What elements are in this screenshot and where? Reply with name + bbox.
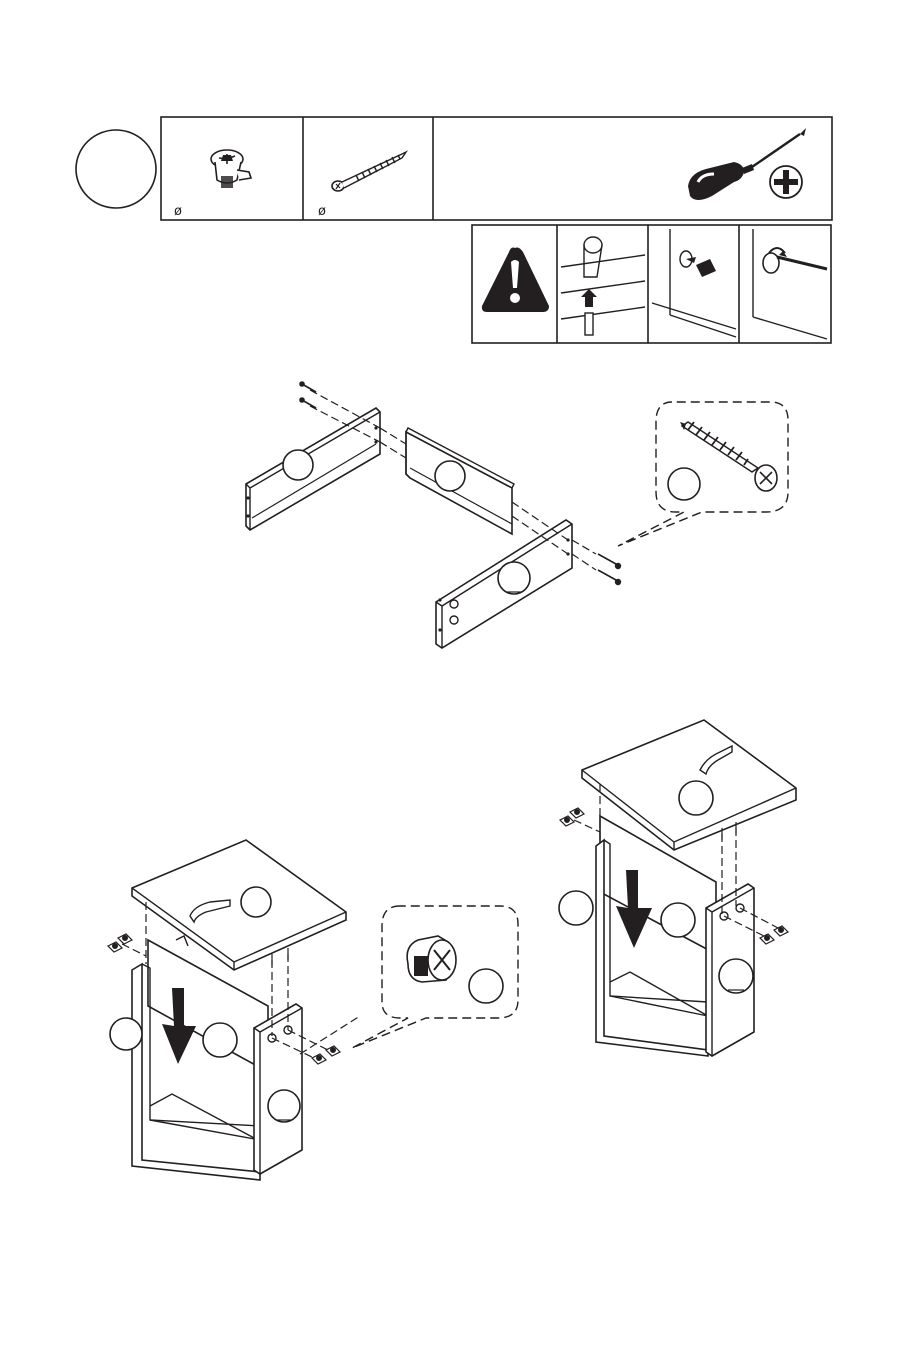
back-panel <box>406 428 514 534</box>
phillips-screwdriver-icon <box>670 124 830 216</box>
insert-cam-lock-icon <box>650 227 738 342</box>
wood-screw-icon <box>328 146 410 196</box>
screw-diameter-label: ø <box>318 204 326 219</box>
tighten-cam-lock-icon <box>741 227 829 342</box>
cam-lock-callout-icon <box>352 906 518 1048</box>
top-assembly-left-diagram <box>100 836 530 1182</box>
screw-callout-icon <box>618 402 788 546</box>
frame-assembly-diagram <box>236 372 796 662</box>
step-number-badge <box>74 128 158 210</box>
warning-strip <box>471 224 833 346</box>
warning-triangle-icon <box>479 244 551 314</box>
cam-lock-diameter-label: ø <box>174 204 182 219</box>
side-panel-right <box>436 520 572 648</box>
top-assembly-right-diagram <box>556 716 802 1072</box>
side-panel-left <box>246 408 380 530</box>
cam-lock-icon <box>205 146 265 206</box>
hardware-table: ø ø <box>160 116 834 224</box>
insert-dowel-icon <box>559 227 647 342</box>
